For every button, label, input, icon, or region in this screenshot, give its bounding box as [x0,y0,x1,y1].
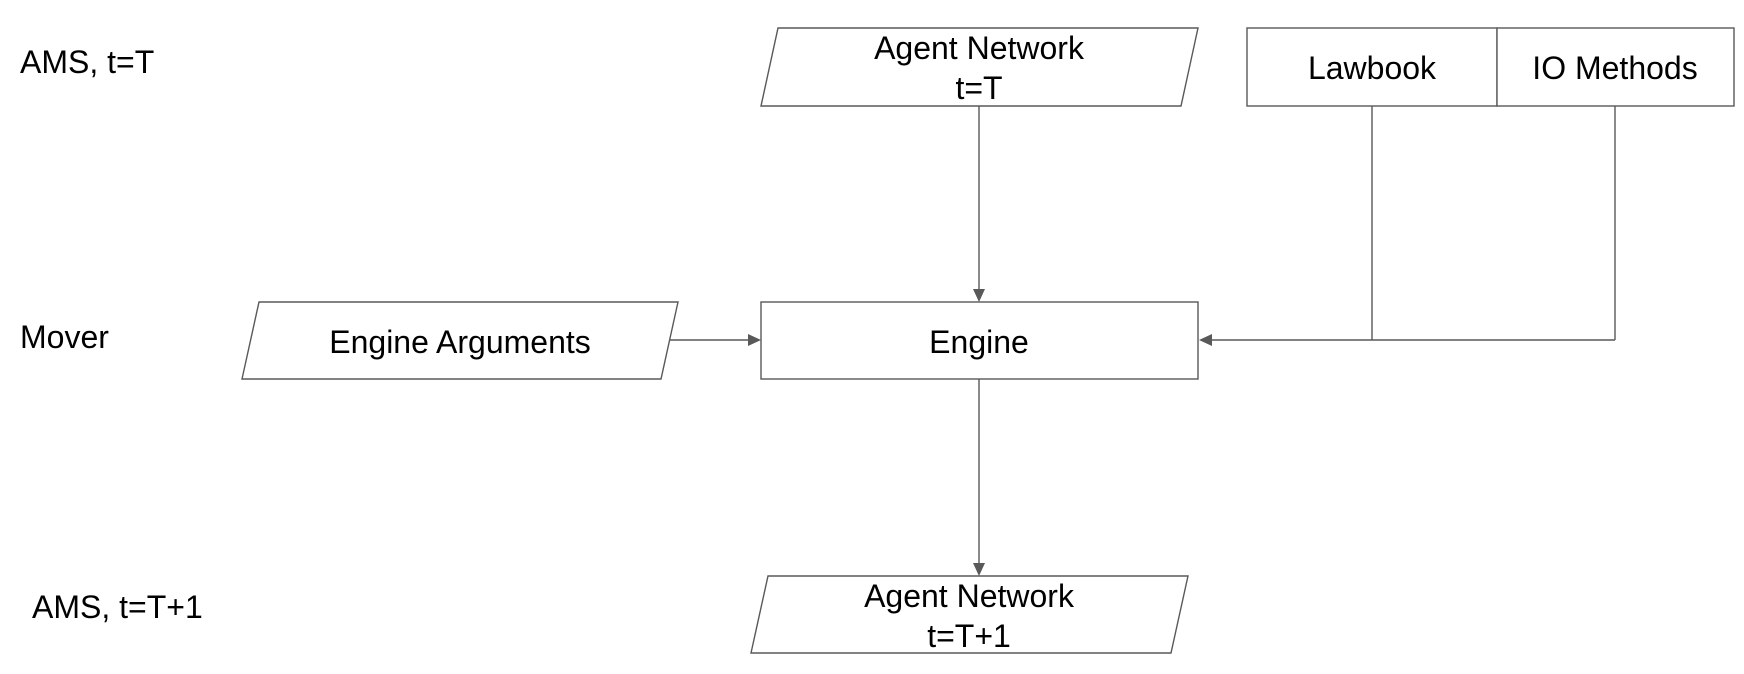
engine-box [760,301,1199,380]
agent-network-t1-label: Agent Network [864,578,1075,614]
row-label-mover: Mover [20,319,109,355]
io-methods-label: IO Methods [1532,50,1697,86]
agent-network-t-label: Agent Network [874,30,1085,66]
agent-network-t1-shape [750,575,1189,654]
engine-arguments-node: Engine Arguments [241,301,679,380]
agent-network-t-time: t=T [955,70,1002,106]
lawbook-box [1246,27,1498,107]
agent-network-t1-time: t=T+1 [927,618,1011,654]
lawbook-label: Lawbook [1308,50,1437,86]
engine-arguments-label: Engine Arguments [329,324,591,360]
lawbook-io-node: Lawbook IO Methods [1246,27,1735,107]
row-label-ams-t: AMS, t=T [20,44,154,80]
edge-engine-arguments-to-engine [670,334,761,346]
engine-label: Engine [929,324,1029,360]
edge-lawbook-io-to-engine [1199,106,1616,346]
agent-network-t-node: Agent Network t=T [760,27,1199,107]
agent-network-t-shape [760,27,1199,107]
agent-network-t1-node: Agent Network t=T+1 [750,575,1189,654]
engine-arguments-shape [241,301,679,380]
row-label-ams-t1: AMS, t=T+1 [32,589,203,625]
edge-agent-network-to-engine [973,106,985,302]
edge-engine-to-agent-network-t1 [973,379,985,576]
engine-node: Engine [760,301,1199,380]
